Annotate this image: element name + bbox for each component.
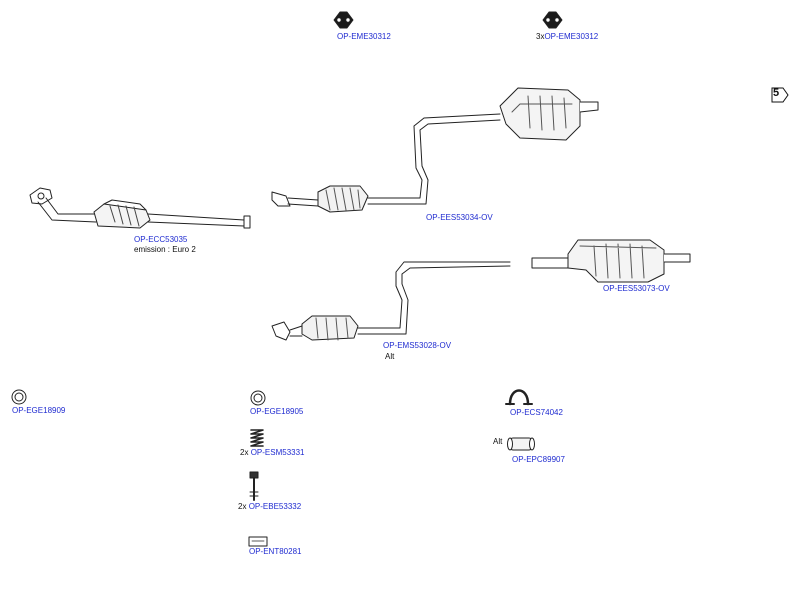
part-code-front-cat[interactable]: OP-ECC53035	[134, 235, 188, 244]
arrow-tab-icon	[771, 87, 789, 103]
rubber-mount-icon[interactable]	[542, 11, 563, 29]
gasket-ring-icon[interactable]	[11, 389, 27, 405]
bolt-icon[interactable]	[249, 471, 259, 501]
rear-silencer[interactable]	[531, 239, 691, 283]
clamp-icon[interactable]	[505, 389, 533, 406]
part-code-gasket-b[interactable]: OP-EGE18905	[250, 407, 304, 416]
part-code-middle-pipe[interactable]: OP-EMS53028-OV	[383, 341, 452, 350]
page-badge[interactable]: 5	[771, 87, 789, 103]
rubber-mount-icon[interactable]	[333, 11, 354, 29]
gasket-ring-icon[interactable]	[250, 390, 266, 406]
part-label-bolt: 2x OP-EBE53332	[238, 502, 301, 512]
part-code-gasket-a[interactable]: OP-EGE18909	[12, 406, 66, 415]
pipe-connector-icon[interactable]	[507, 437, 535, 451]
quantity: 2x	[238, 502, 247, 511]
alt-note: Alt	[385, 352, 395, 361]
part-code-kit[interactable]: OP-ENT80281	[249, 547, 302, 556]
part-label-mount-b: 3xOP-EME30312	[536, 32, 598, 42]
quantity: 2x	[240, 448, 249, 457]
part-code-spring[interactable]: OP-ESM53331	[250, 448, 305, 457]
part-code-rear-silencer[interactable]: OP-EES53073-OV	[603, 284, 670, 293]
part-code-mount-b[interactable]: OP-EME30312	[544, 32, 599, 41]
middle-pipe-alt[interactable]	[271, 261, 511, 341]
page-badge-number: 5	[773, 87, 780, 99]
part-code-pipe-connector[interactable]: OP-EPC89907	[512, 455, 565, 464]
part-label-spring: 2x OP-ESM53331	[240, 448, 305, 458]
spring-icon[interactable]	[250, 429, 264, 447]
front-catalyst-pipe[interactable]	[29, 187, 251, 229]
center-pipe-with-silencer[interactable]	[271, 87, 599, 213]
part-code-clamp[interactable]: OP-ECS74042	[510, 408, 563, 417]
part-code-bolt[interactable]: OP-EBE53332	[248, 502, 302, 511]
emission-note: emission : Euro 2	[134, 245, 196, 254]
mounting-kit-icon[interactable]	[248, 536, 268, 547]
part-code-mount-a[interactable]: OP-EME30312	[337, 32, 391, 41]
quantity: 3x	[536, 32, 545, 41]
alt-note: Alt	[493, 437, 503, 446]
part-code-center-pipe[interactable]: OP-EES53034-OV	[426, 213, 493, 222]
